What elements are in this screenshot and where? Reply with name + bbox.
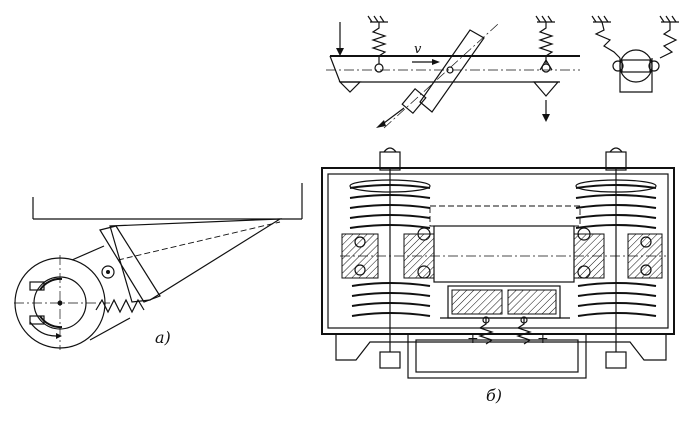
figure-a-label: а) <box>155 328 171 347</box>
plus-left-label: + <box>467 331 479 347</box>
plus-right-label: + <box>537 331 549 347</box>
figure-b-scheme <box>326 15 679 129</box>
figure-b-assembly <box>321 147 675 379</box>
figure-b-label: б) <box>486 386 503 405</box>
velocity-label: v <box>414 42 422 57</box>
figure-a-vibrator-chute <box>14 183 303 350</box>
